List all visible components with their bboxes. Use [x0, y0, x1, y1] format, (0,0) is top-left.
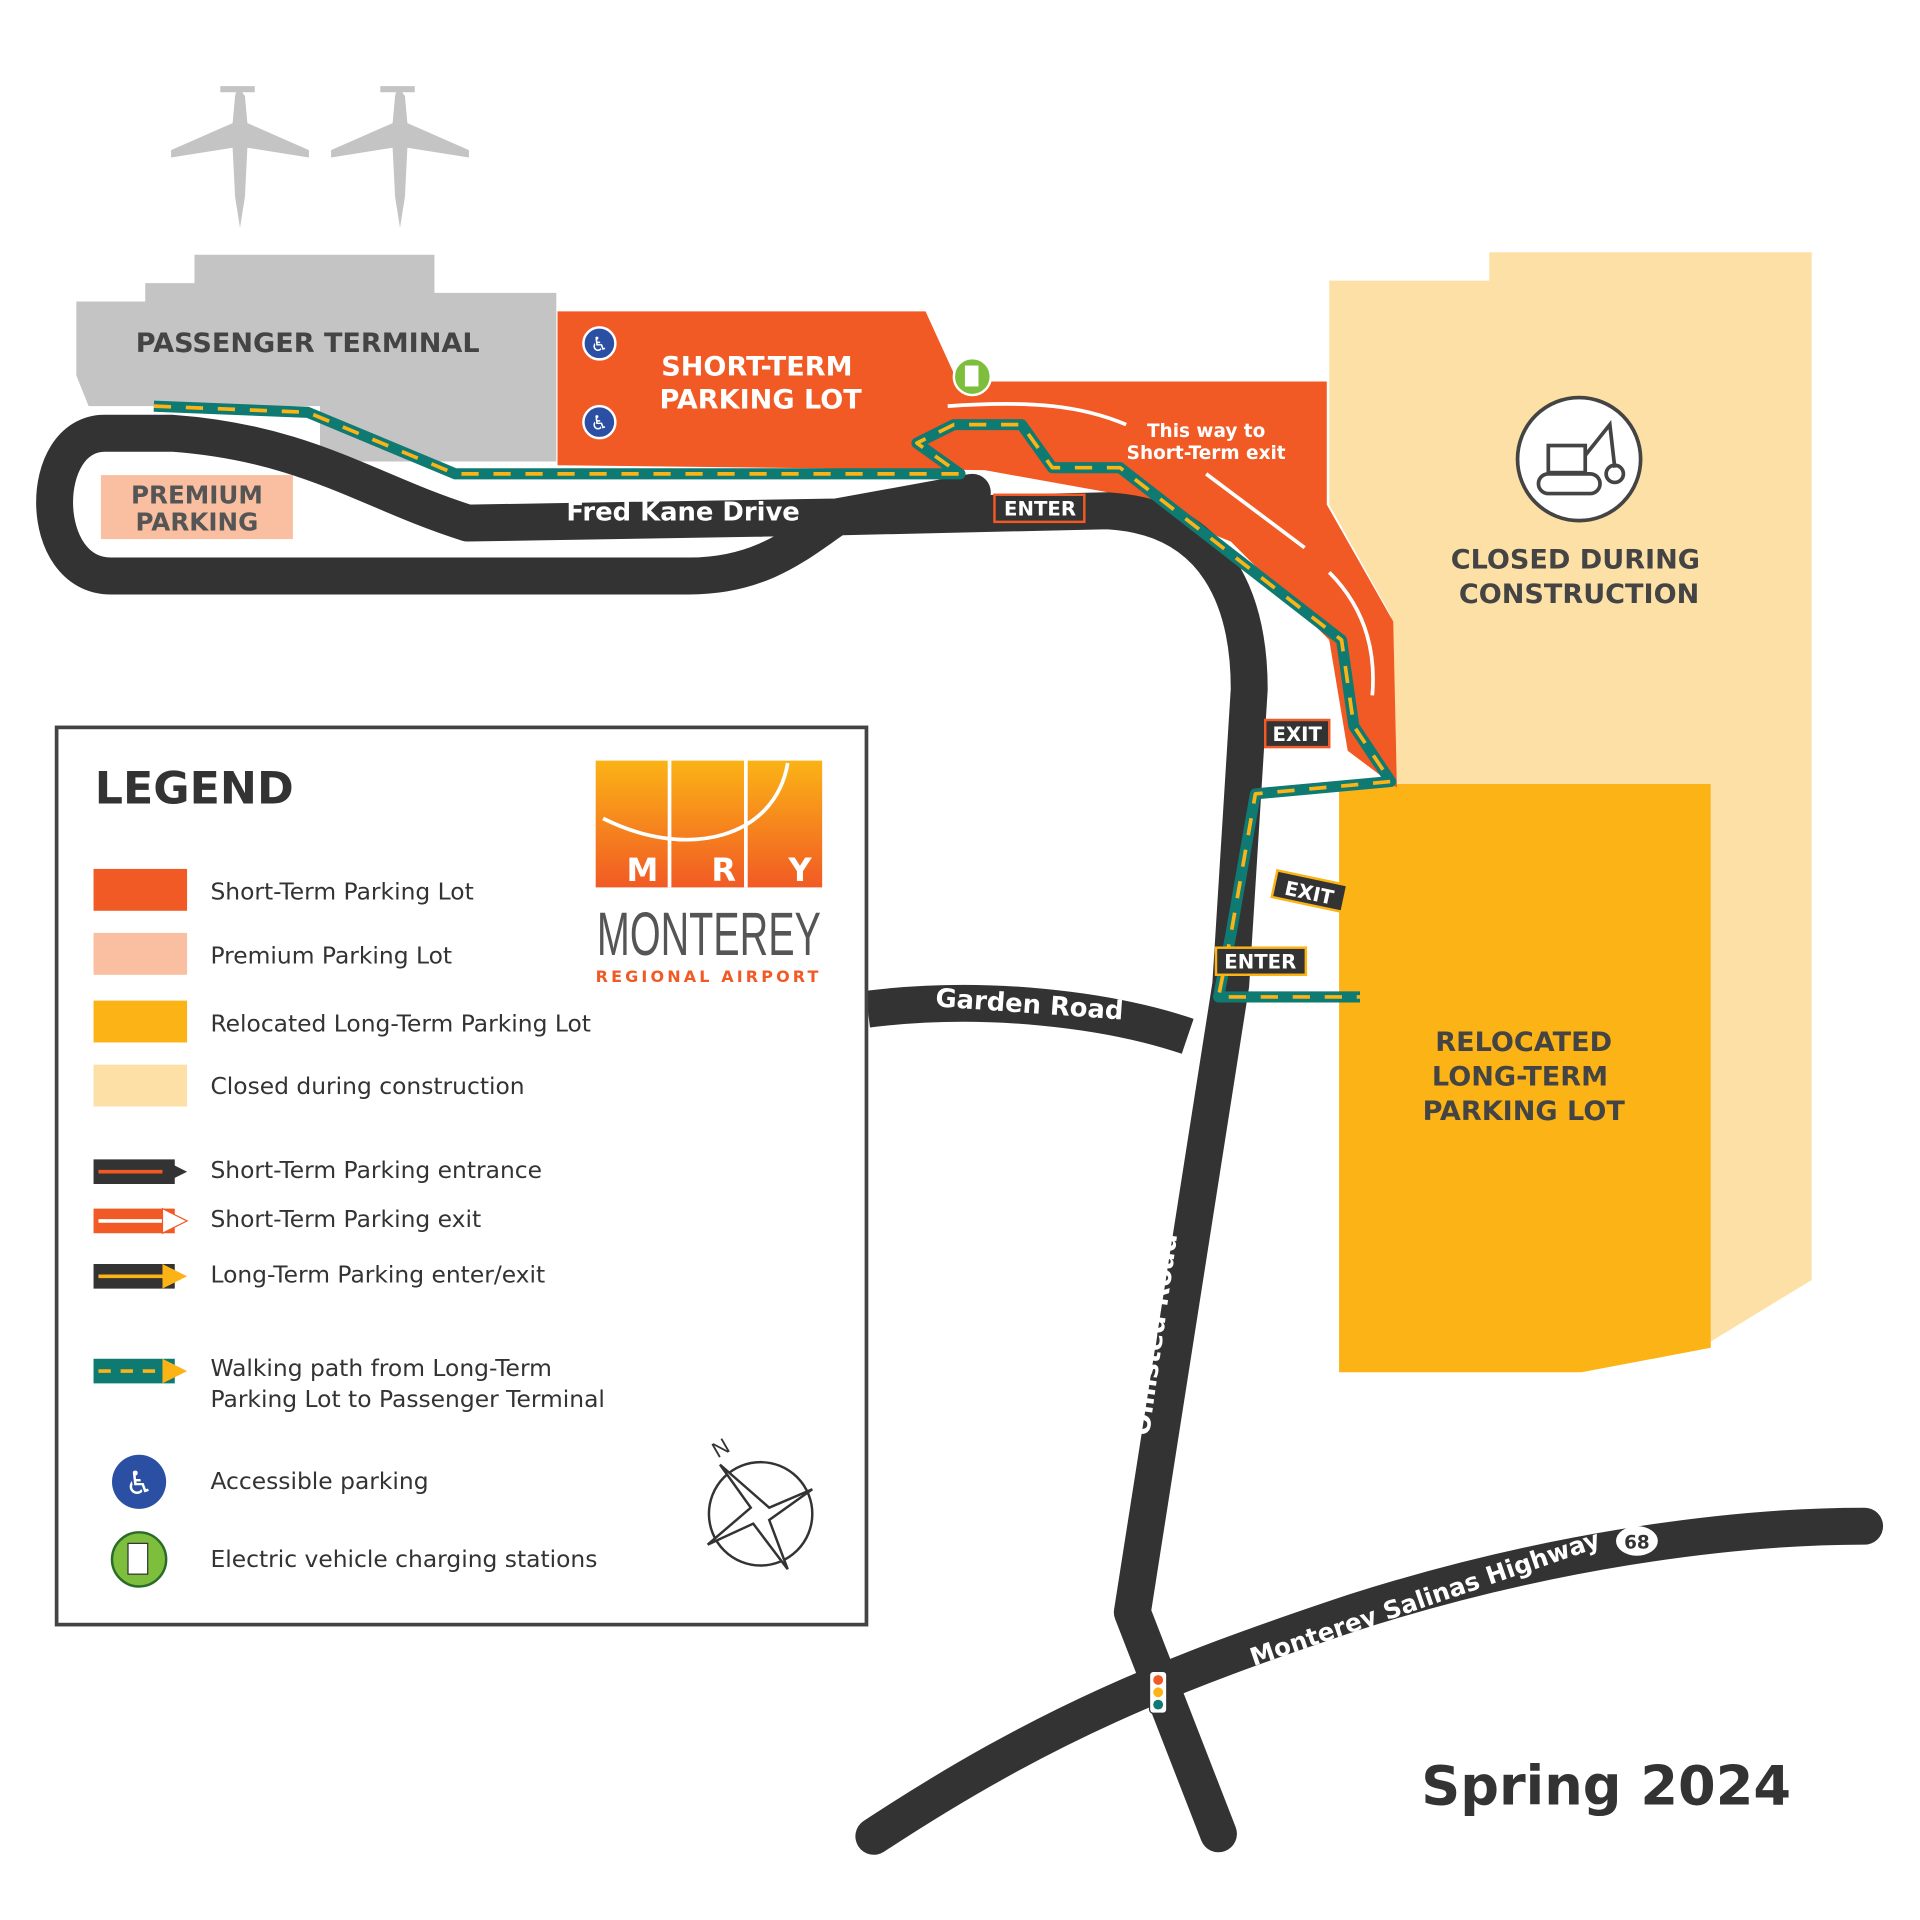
- terminal-label: PASSENGER TERMINAL: [136, 328, 480, 359]
- mry-logo: M R Y MONTEREY REGIONAL AIRPORT: [596, 760, 823, 986]
- exit-direction-arrow: [947, 402, 1375, 696]
- exit-hint-line2: Short-Term exit: [1127, 443, 1286, 464]
- short-term-lot: [557, 311, 1397, 788]
- legend-swatch-closed: [93, 1064, 188, 1107]
- legend-label: Short-Term Parking entrance: [210, 1156, 542, 1184]
- closed-label-1: CLOSED DURING: [1451, 545, 1700, 576]
- legend-swatch-short-term: [93, 868, 188, 911]
- legend-label: Premium Parking Lot: [210, 942, 452, 970]
- highway-label: Monterey Salinas Highway: [1246, 1524, 1604, 1671]
- premium-parking-lot: [100, 475, 293, 540]
- legend-walking-path: [93, 1358, 188, 1384]
- airplane-icon: [331, 86, 469, 228]
- svg-text:♿: ♿: [125, 1465, 154, 1501]
- closed-area: [1329, 252, 1812, 1342]
- excavator-icon: [1515, 395, 1643, 523]
- premium-label-1: PREMIUM: [131, 480, 263, 509]
- highway-shield-icon: [1616, 1526, 1658, 1556]
- legend-label: Walking path from Long-Term: [210, 1354, 551, 1382]
- compass-rose-icon: N: [706, 1433, 814, 1570]
- logo-subtitle: REGIONAL AIRPORT: [596, 967, 822, 986]
- long-term-label-2: LONG-TERM: [1432, 1062, 1608, 1093]
- fred-kane-drive: [36, 414, 1268, 1853]
- legend-label: Electric vehicle charging stations: [210, 1545, 597, 1573]
- short-term-label-1: SHORT-TERM: [661, 351, 852, 382]
- legend-label: Short-Term Parking Lot: [210, 878, 473, 906]
- fred-kane-label: Fred Kane Drive: [566, 498, 799, 528]
- exit-hint-line1: This way to: [1147, 421, 1265, 442]
- legend-label: Long-Term Parking enter/exit: [210, 1260, 545, 1288]
- legend-label: Short-Term Parking exit: [210, 1205, 481, 1233]
- long-term-enter-sign: ENTER: [1224, 951, 1296, 974]
- premium-label-2: PARKING: [136, 507, 259, 536]
- ev-charger-icon: [110, 1531, 168, 1588]
- traffic-light-icon: [1148, 1670, 1168, 1714]
- wheelchair-icon: ♿: [112, 1454, 167, 1509]
- logo-name: MONTEREY: [597, 900, 821, 969]
- monterey-salinas-highway: [855, 1507, 1884, 1855]
- accessible-parking-icon: ♿: [582, 326, 617, 361]
- legend-title: LEGEND: [95, 764, 294, 815]
- legend-entrance-arrow: [93, 1159, 188, 1184]
- long-term-label-3: PARKING LOT: [1423, 1096, 1626, 1127]
- passenger-terminal: [76, 254, 557, 462]
- closed-label-2: CONSTRUCTION: [1459, 579, 1699, 610]
- accessible-parking-icon: ♿: [582, 404, 617, 440]
- svg-text:♿: ♿: [591, 413, 609, 435]
- legend-swatch-premium: [93, 932, 188, 975]
- svg-text:Y: Y: [787, 851, 812, 889]
- long-term-label-1: RELOCATED: [1435, 1027, 1612, 1058]
- legend-label: Accessible parking: [210, 1467, 428, 1495]
- long-term-lot: [1339, 784, 1711, 1373]
- ev-charger-icon: [952, 356, 993, 397]
- legend-label-line2: Parking Lot to Passenger Terminal: [210, 1385, 604, 1413]
- map-title: Spring 2024: [1421, 1754, 1791, 1817]
- garden-road: [865, 984, 1194, 1054]
- legend-exit-arrow: [93, 1207, 189, 1235]
- svg-text:M: M: [627, 851, 659, 889]
- short-term-label-2: PARKING LOT: [660, 385, 863, 416]
- legend-swatch-long-term: [93, 1000, 188, 1043]
- highway-number: 68: [1624, 1532, 1650, 1553]
- short-term-exit-sign: EXIT: [1273, 723, 1323, 746]
- legend-long-term-arrow: [93, 1264, 188, 1289]
- legend-label: Relocated Long-Term Parking Lot: [210, 1009, 590, 1037]
- short-term-enter-sign: ENTER: [1004, 498, 1076, 521]
- airplane-icon: [171, 86, 309, 228]
- svg-text:R: R: [711, 851, 736, 889]
- svg-text:♿: ♿: [591, 334, 609, 356]
- legend-label: Closed during construction: [210, 1072, 524, 1100]
